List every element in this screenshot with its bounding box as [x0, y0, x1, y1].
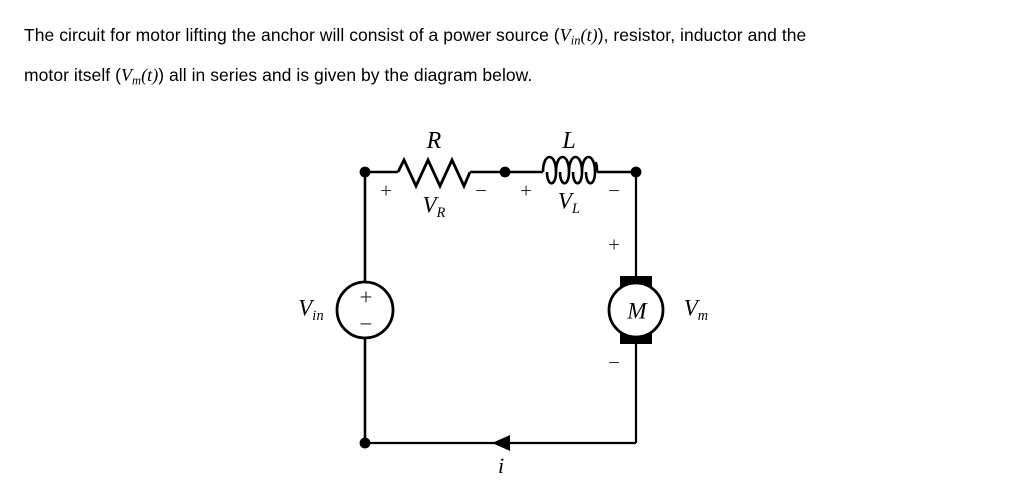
description-paragraph: The circuit for motor lifting the anchor… [24, 18, 976, 97]
vin-argument-inline-1: (t) [580, 25, 598, 45]
source-voltage-subscript: in [312, 308, 324, 324]
resistor-symbol [396, 156, 472, 190]
motor-plus-sign: + [608, 232, 620, 257]
inductor-label: L [562, 128, 576, 154]
motor-voltage-label: Vm [684, 297, 709, 324]
vin-symbol-inline-1: V [559, 25, 571, 45]
motor-letter-label: M [627, 298, 647, 324]
paragraph-line-1: The circuit for motor lifting the anchor… [24, 18, 976, 58]
node-dot-bottom-left [359, 437, 371, 449]
vm-subscript-inline-2: m [132, 73, 142, 87]
source-voltage-label: Vin [298, 297, 324, 324]
resistor-voltage-label: VR [423, 194, 446, 221]
vm-symbol-inline-2: V [120, 64, 133, 85]
source-plus-sign: + [359, 284, 373, 310]
current-label: i [497, 453, 505, 478]
node-dot-top-middle [499, 166, 511, 178]
voltage-source-symbol [335, 280, 395, 340]
inductor-voltage-subscript: L [571, 201, 581, 217]
node-dot-top-left [359, 166, 371, 178]
inductor-plus-sign: + [520, 178, 532, 203]
inductor-minus-sign: − [608, 178, 620, 203]
resistor-minus-sign: − [475, 178, 487, 203]
vin-subscript-inline-1: in [570, 33, 581, 48]
source-voltage-symbol: V [298, 295, 313, 321]
vm-argument-inline-2: (t) [141, 64, 159, 85]
current-direction-arrow [492, 435, 510, 451]
resistor-voltage-subscript: R [436, 205, 446, 221]
inductor-voltage-label: VL [558, 190, 580, 217]
source-minus-sign: − [359, 311, 373, 337]
paragraph-line-1-text-a: The circuit for motor lifting the anchor… [24, 25, 560, 45]
paragraph-line-2-text-b: ) all in series and is given by the diag… [158, 64, 533, 85]
motor-voltage-symbol: V [683, 295, 698, 321]
resistor-label: R [426, 128, 442, 154]
resistor-voltage-symbol: V [422, 192, 437, 218]
node-dot-top-right [630, 166, 642, 178]
motor-symbol [607, 281, 665, 339]
paragraph-line-2-text-a: motor itself ( [24, 64, 121, 85]
paragraph-line-2: motor itself (Vm(t)) all in series and i… [24, 58, 976, 98]
inductor-symbol [541, 155, 599, 185]
motor-voltage-subscript: m [697, 308, 709, 324]
motor-minus-sign: − [608, 350, 620, 375]
paragraph-line-1-text-b: ), resistor, inductor and the [597, 25, 807, 45]
inductor-voltage-symbol: V [557, 188, 572, 214]
resistor-plus-sign: + [380, 178, 392, 203]
